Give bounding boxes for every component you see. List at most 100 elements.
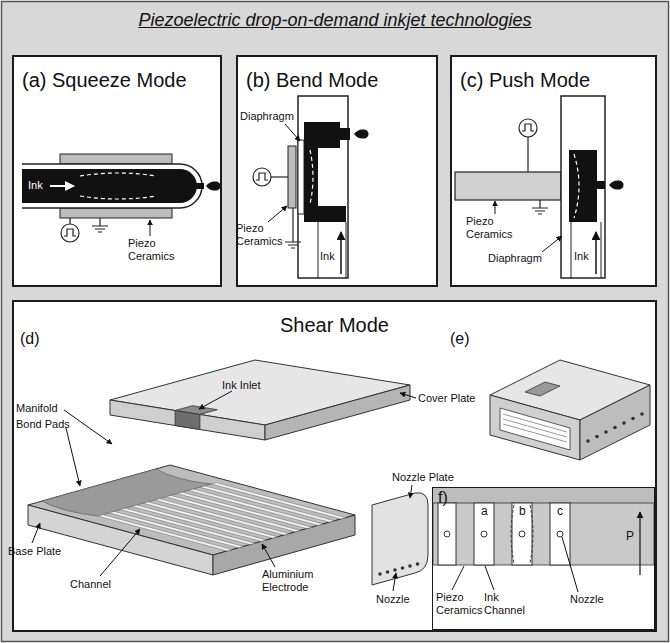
nozzle-hole (393, 568, 397, 572)
push-mode-drawing (455, 96, 624, 278)
leader-line (285, 124, 300, 141)
nozzle-plate (372, 493, 428, 585)
ink-chamber (569, 150, 597, 222)
nozzle-hole (595, 435, 599, 439)
part-label: Piezo Ceramics (436, 591, 488, 616)
leader-line (100, 529, 140, 576)
ink-inlet-notch (175, 411, 200, 430)
piezo-sleeve (60, 154, 172, 164)
leader-line (400, 393, 416, 398)
mode-panel: (b) Bend Mode (236, 55, 438, 287)
nozzle-hole (378, 562, 419, 576)
panel-heading: (b) Bend Mode (246, 69, 378, 91)
nozzle-hole (401, 566, 405, 570)
cutaway-window (500, 408, 570, 450)
wire (539, 200, 540, 208)
nozzle-hole (444, 531, 450, 537)
bend-mode-drawing (253, 96, 369, 278)
print-head-body (561, 96, 605, 278)
diagram-title: Piezoelectric drop-on-demand inkjet tech… (0, 10, 670, 31)
leader-line (485, 566, 494, 590)
nozzle-hole (586, 412, 644, 443)
wire (527, 137, 528, 172)
part-label: Base Plate (8, 545, 61, 558)
piezo-bar (455, 172, 561, 200)
piezo-sleeve (60, 208, 172, 218)
ink-chamber (304, 122, 350, 222)
nozzle (195, 183, 204, 189)
part-label: Piezo Ceramics (236, 222, 292, 247)
nozzle-hole (408, 564, 412, 568)
panel-heading: f) (438, 489, 448, 507)
cover-plate (110, 400, 265, 440)
sub-figure-label: (e) (450, 330, 470, 348)
ink-flow-arrow (595, 232, 597, 274)
panel-heading: (c) Push Mode (460, 69, 590, 91)
leader-line (562, 537, 578, 592)
channel-letter: b (519, 505, 526, 519)
part-label: Ink Inlet (222, 379, 261, 392)
leader-line (410, 485, 412, 498)
ink-drop (206, 181, 221, 190)
nozzle-hole (622, 421, 626, 425)
part-label: Nozzle (570, 593, 604, 606)
leader-line (452, 566, 464, 590)
polarization-label: P (626, 530, 634, 544)
channel-wall (211, 483, 346, 519)
nozzle-hole (378, 572, 382, 576)
ink-channel (474, 503, 494, 565)
leader-line (64, 410, 112, 444)
leader-line (150, 220, 151, 236)
part-label: Channel (70, 578, 111, 591)
part-label: Aluminium Electrode (262, 568, 324, 593)
ink-channel (512, 503, 532, 565)
leader-line (262, 544, 275, 567)
cover-plate (433, 488, 654, 503)
ground-symbol (532, 208, 548, 214)
nozzle-hole (386, 570, 390, 574)
pulse-source (253, 168, 271, 186)
head-block (490, 395, 580, 460)
panel-heading: Shear Mode (14, 314, 655, 336)
part-label: Diaphragm (240, 110, 294, 123)
part-label: Piezo Ceramics (466, 215, 526, 240)
nozzle-hole (604, 430, 608, 434)
part-label: Nozzle Plate (392, 471, 454, 484)
flow-label: Ink (320, 250, 335, 263)
flow-label: Ink (574, 250, 589, 263)
channel-wall (200, 486, 335, 522)
leader-line (268, 206, 287, 222)
ink-flow-arrow (340, 232, 342, 274)
nozzle-hole (519, 531, 525, 537)
channel-letter: a (481, 505, 488, 519)
ink-drop (354, 129, 369, 138)
nozzle-hole (557, 531, 563, 537)
cross-section-drawing (433, 488, 654, 592)
wall-deflection (511, 505, 533, 563)
pulse-symbol (64, 229, 76, 236)
background-frame (12, 55, 222, 287)
deformation-line (80, 196, 156, 199)
ground-symbol (285, 242, 301, 248)
part-label: Manifold (16, 402, 58, 415)
deformation-line (80, 173, 156, 176)
part-label: Piezo Ceramics (128, 237, 188, 262)
nozzle-hole (586, 439, 590, 443)
deformation-line (310, 150, 313, 204)
piezo-element (288, 146, 296, 208)
channel-wall (503, 414, 567, 442)
panel-heading: (a) Squeeze Mode (22, 69, 187, 91)
cover-plate (265, 385, 410, 440)
leader-line (66, 428, 80, 486)
background-frame (450, 55, 657, 287)
pulse-source (61, 224, 79, 242)
piezo-block (433, 503, 654, 565)
nozzle-hole (613, 426, 617, 430)
leader-line (452, 537, 578, 592)
exploded-view (28, 360, 428, 591)
part-label: Ink Channel (484, 591, 532, 616)
leader-line (199, 391, 232, 409)
